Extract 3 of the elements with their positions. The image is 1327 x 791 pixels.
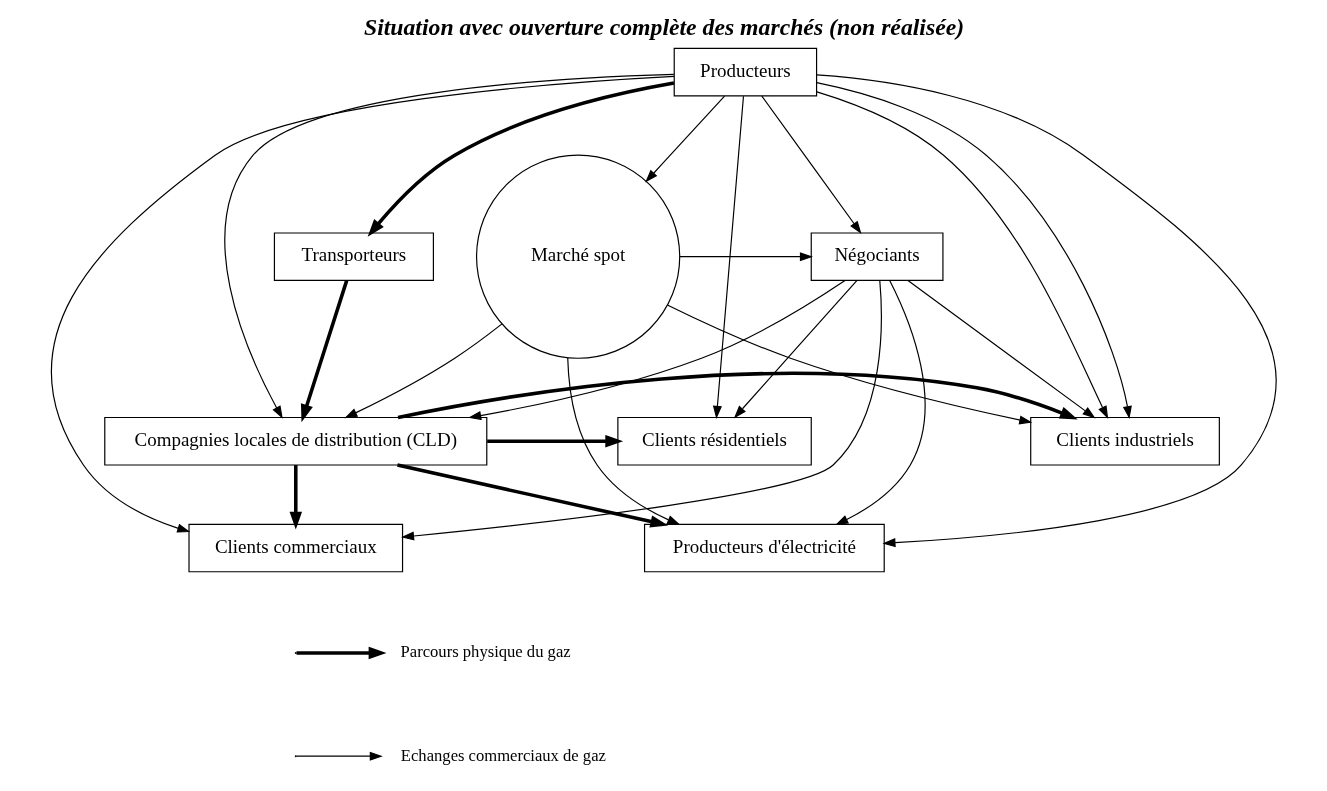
diagram-title: Situation avec ouverture complète des marchés (non réalisée) (363, 14, 965, 41)
legend-label: Parcours physique du gaz (400, 642, 571, 662)
legend-label: Echanges commerciaux de gaz (400, 745, 606, 765)
